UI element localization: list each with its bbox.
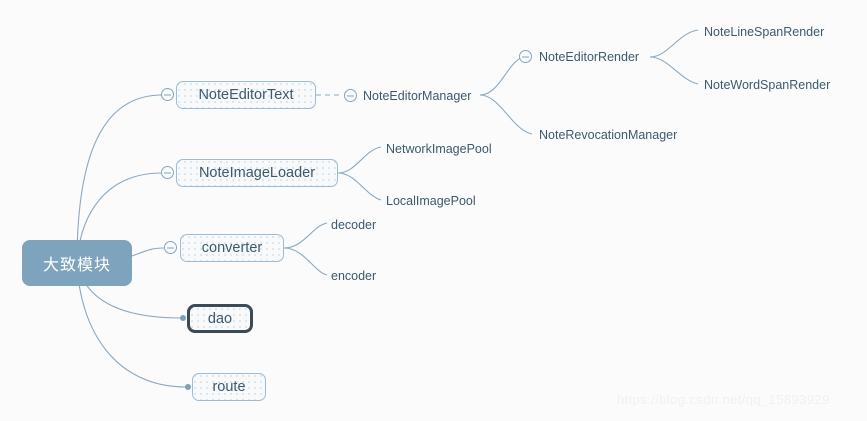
edge-image-loader-to-local-pool (337, 172, 382, 201)
node-route-label: route (212, 379, 246, 395)
node-network-image-pool-label: NetworkImagePool (386, 141, 492, 156)
node-note-revocation-manager[interactable]: NoteRevocationManager (539, 127, 677, 142)
node-local-image-pool-label: LocalImagePool (386, 193, 476, 208)
collapse-toggle-converter[interactable] (164, 241, 177, 254)
node-note-editor-text[interactable]: NoteEditorText (176, 81, 316, 109)
node-dao-label: dao (207, 310, 233, 327)
node-note-editor-text-label: NoteEditorText (198, 87, 294, 103)
node-encoder[interactable]: encoder (331, 268, 376, 283)
node-note-line-span-render-label: NoteLineSpanRender (704, 24, 825, 39)
collapse-toggle-note-editor-text[interactable] (161, 88, 174, 101)
node-note-editor-render-label: NoteEditorRender (539, 49, 640, 64)
edge-manager-to-editor-render (479, 56, 525, 96)
node-decoder-label: decoder (331, 217, 377, 232)
node-note-editor-manager[interactable]: NoteEditorManager (363, 88, 471, 103)
collapse-toggle-note-image-loader[interactable] (161, 166, 174, 179)
edge-editor-render-to-line-span (649, 29, 699, 58)
node-note-editor-manager-label: NoteEditorManager (363, 88, 472, 103)
node-note-image-loader[interactable]: NoteImageLoader (176, 159, 338, 187)
root-node-label: 大致模块 (42, 257, 111, 274)
edge-converter-to-encoder (283, 247, 328, 276)
node-route[interactable]: route (192, 373, 266, 401)
collapse-toggle-note-editor-render[interactable] (519, 50, 532, 63)
edge-manager-to-revocation (479, 94, 533, 135)
edge-image-loader-to-network-pool (337, 146, 382, 174)
collapse-toggle-note-editor-manager[interactable] (344, 89, 357, 102)
connector-dot-dao (180, 315, 186, 321)
node-note-word-span-render-label: NoteWordSpanRender (704, 77, 831, 92)
node-note-line-span-render[interactable]: NoteLineSpanRender (704, 24, 824, 39)
node-decoder[interactable]: decoder (331, 217, 376, 232)
node-local-image-pool[interactable]: LocalImagePool (386, 193, 476, 208)
node-dao[interactable]: dao (187, 304, 253, 333)
node-encoder-label: encoder (331, 268, 377, 283)
edge-root-to-note-editor-text (76, 94, 163, 264)
edge-root-to-converter (131, 247, 165, 257)
watermark-text: https://blog.csdn.net/qq_15893929 (617, 392, 830, 407)
node-note-image-loader-label: NoteImageLoader (198, 165, 316, 181)
node-note-word-span-render[interactable]: NoteWordSpanRender (704, 77, 830, 92)
edge-converter-to-decoder (283, 222, 328, 249)
watermark: https://blog.csdn.net/qq_15893929 (617, 392, 830, 407)
node-note-revocation-manager-label: NoteRevocationManager (539, 127, 678, 142)
edge-editor-render-to-word-span (649, 56, 699, 85)
node-converter[interactable]: converter (180, 234, 284, 262)
node-converter-label: converter (201, 240, 263, 256)
node-note-editor-render[interactable]: NoteEditorRender (539, 49, 639, 64)
node-network-image-pool[interactable]: NetworkImagePool (386, 141, 492, 156)
connector-dot-route (185, 384, 191, 390)
root-node[interactable]: 大致模块 (22, 240, 132, 286)
